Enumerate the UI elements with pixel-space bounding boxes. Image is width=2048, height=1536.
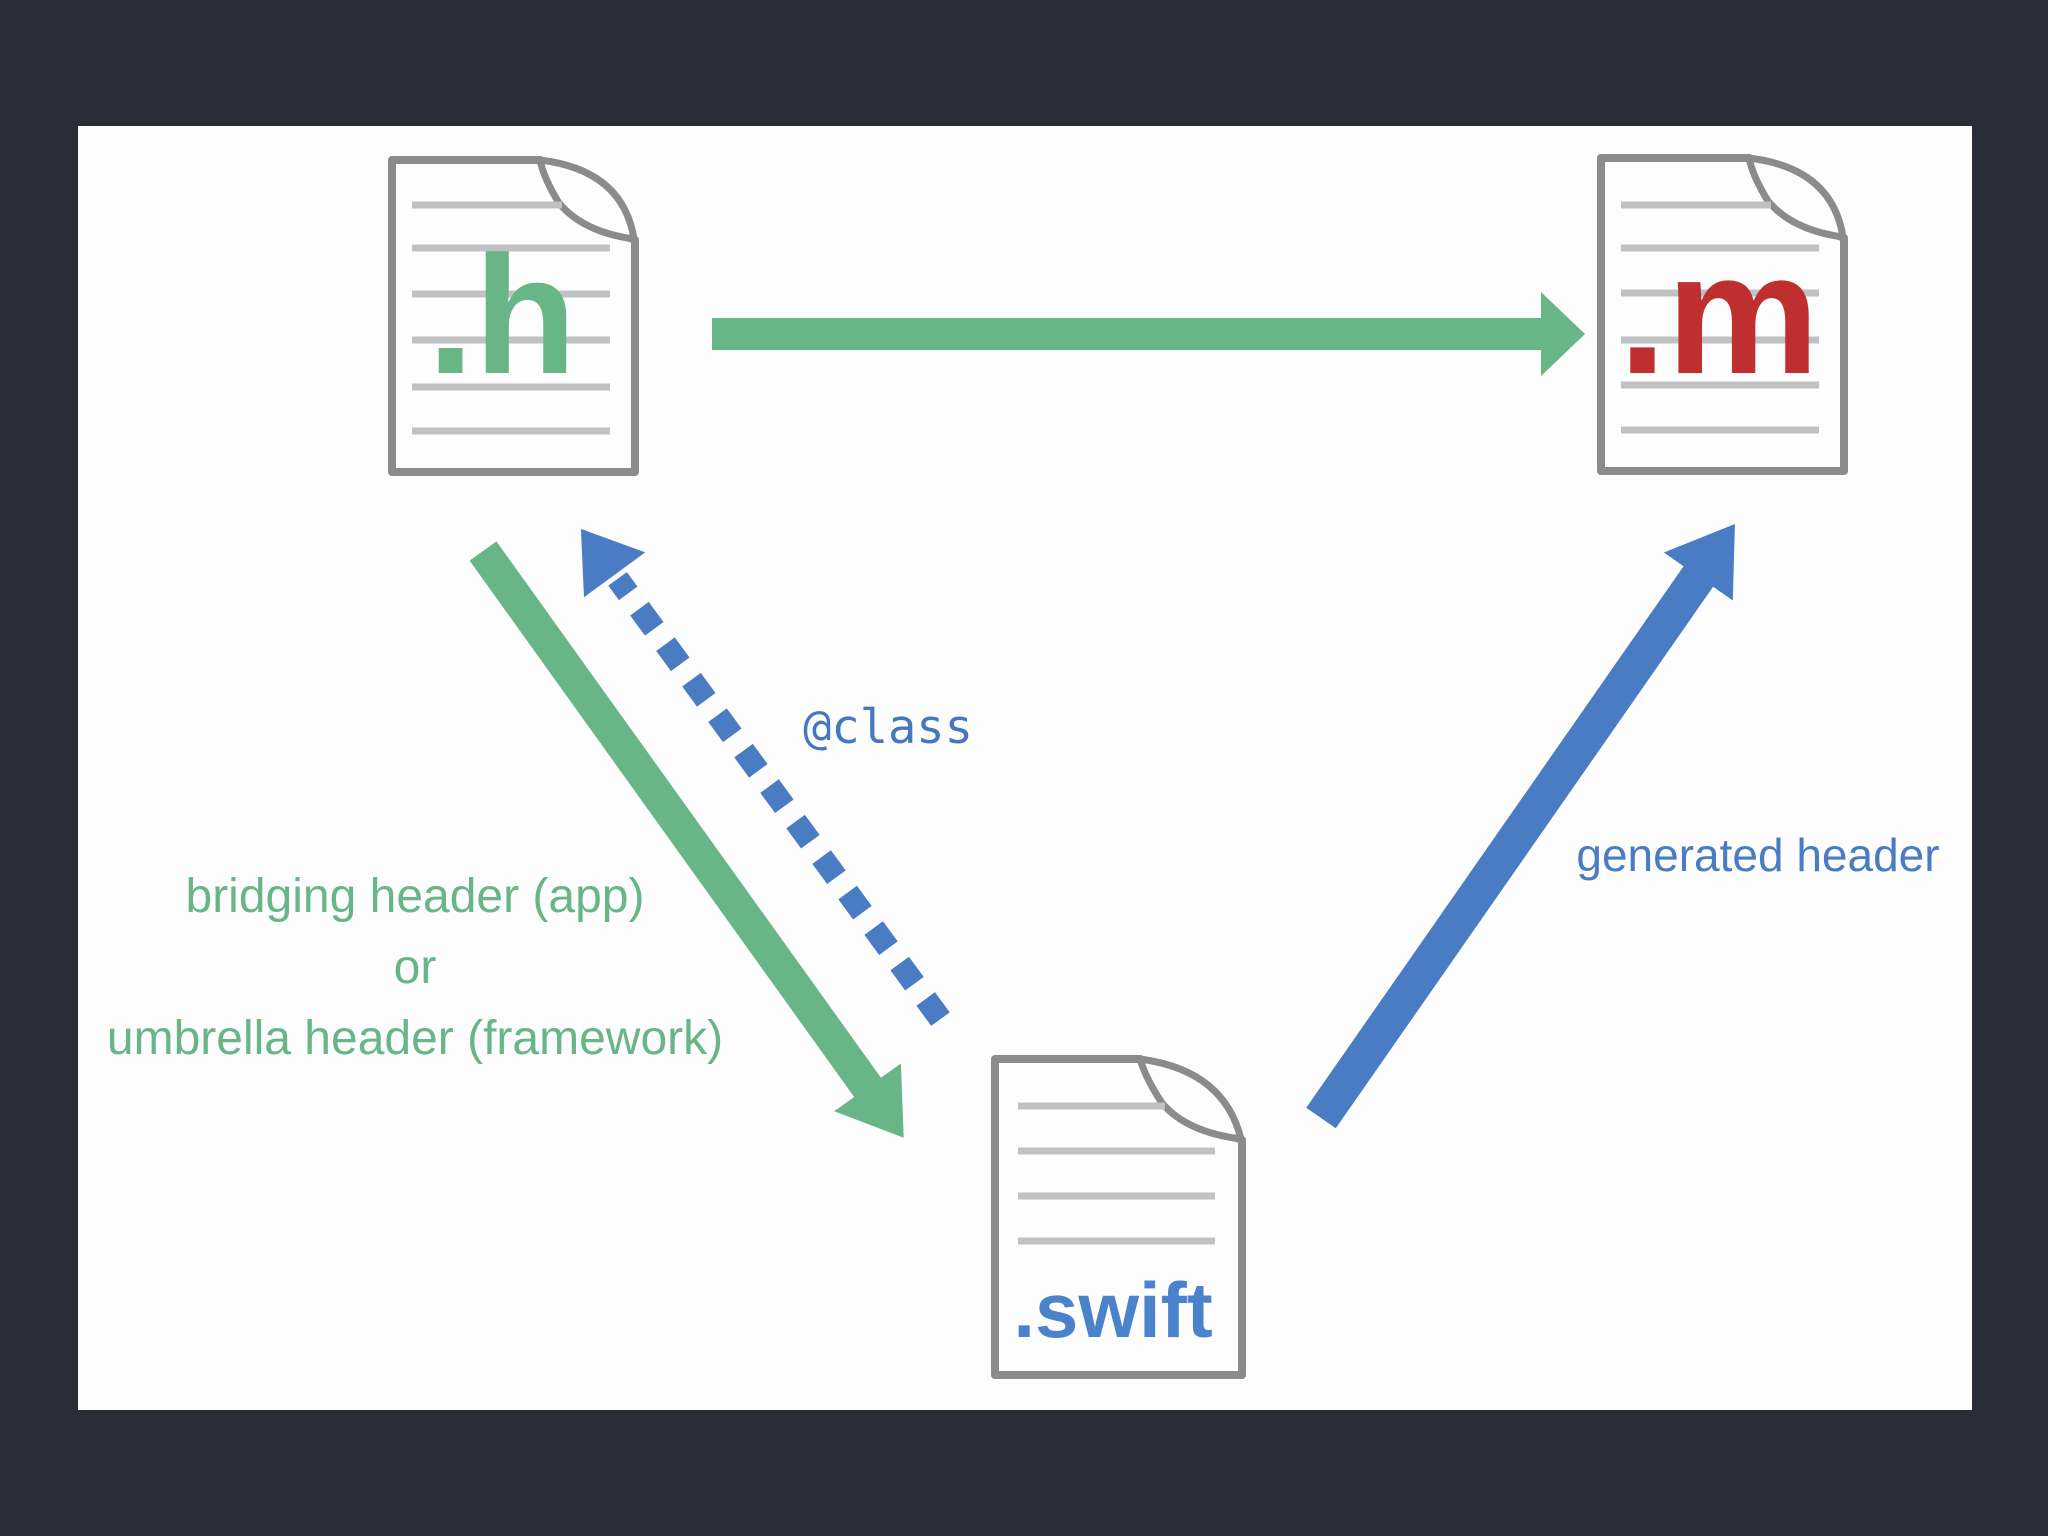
m-file-icon: .m	[1597, 154, 1848, 475]
h-to-swift-bridging-arrow	[469, 541, 904, 1138]
diagram-graphics: .h .m .swi	[388, 154, 1848, 1379]
bridging-header-line-3: umbrella header (framework)	[106, 1012, 724, 1065]
m-file-text-lines	[1621, 201, 1819, 434]
m-file-fold-corner	[1745, 154, 1847, 241]
h-file-label: .h	[427, 221, 576, 409]
h-file-fold-corner	[536, 156, 638, 243]
swift-file-fold-corner	[1136, 1055, 1245, 1143]
swift-to-h-class-arrow	[580, 528, 950, 1026]
h-file-text-lines	[412, 201, 610, 435]
m-file-label: .m	[1619, 218, 1820, 410]
swift-file-icon: .swift	[991, 1055, 1246, 1379]
diagram-canvas: .h .m .swi	[78, 126, 1972, 1410]
at-class-label: @class	[803, 700, 973, 755]
swift-to-m-generated-arrow	[1306, 523, 1735, 1129]
bridging-header-line-2: or	[393, 941, 437, 994]
swift-file-text-lines	[1018, 1102, 1215, 1245]
swift-to-h-arrowhead	[580, 528, 646, 598]
bridging-header-line-1: bridging header (app)	[185, 870, 645, 923]
swift-to-h-dashed-shaft	[608, 572, 950, 1026]
bridging-header-label: bridging header (app) or umbrella header…	[95, 861, 735, 1074]
h-file-icon: .h	[388, 156, 639, 476]
generated-header-label: generated header	[1576, 829, 1940, 881]
h-to-m-arrow	[712, 292, 1585, 376]
swift-file-label: .swift	[1013, 1266, 1212, 1354]
